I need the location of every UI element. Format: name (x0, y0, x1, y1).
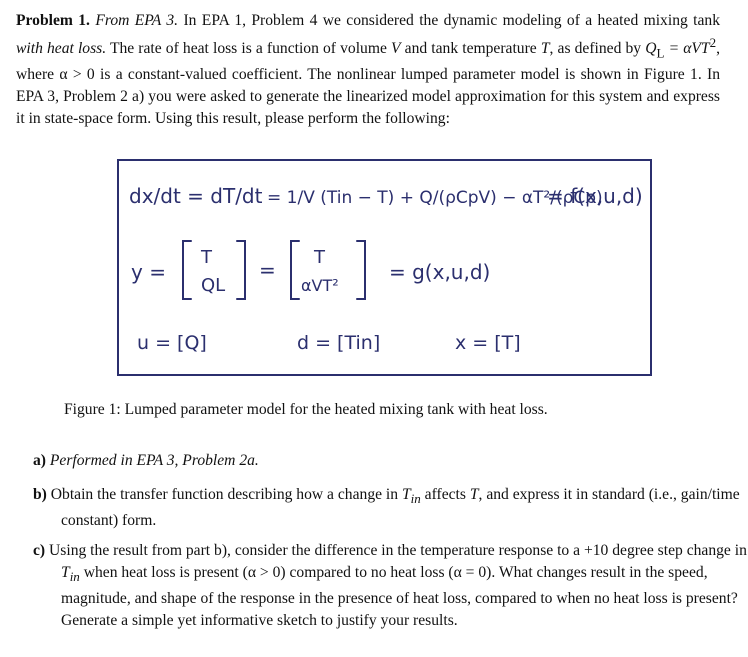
problem-text-1: In EPA 1, Problem 4 we considered the dy… (178, 12, 720, 29)
part-b-Tin-sub: in (410, 491, 421, 507)
row3-d: d = [Tin] (297, 332, 380, 354)
part-c-Tin-sub: in (69, 569, 80, 585)
part-c: c) Using the result from part b), consid… (16, 540, 748, 632)
part-b: b) Obtain the transfer function describi… (16, 484, 748, 532)
var-V: V (391, 40, 401, 58)
part-c-text-1: Using the result from part b), consider … (49, 542, 747, 559)
problem-text-2: The rate of heat loss is a function of v… (106, 40, 391, 58)
vec2-row1: T (313, 247, 326, 268)
part-c-label: c) (33, 542, 46, 559)
vec2-row2: αVT² (301, 276, 339, 295)
formula-sub: L (656, 45, 665, 61)
row1-lhs: dx/dt = dT/dt (129, 184, 263, 208)
part-c-Tin: T (61, 564, 70, 581)
formula-Q: Q (645, 40, 657, 58)
part-a-text: Performed in EPA 3, Problem 2a. (49, 452, 259, 469)
part-a: a) Performed in EPA 3, Problem 2a. (16, 450, 748, 472)
vec1-row1: T (200, 247, 213, 268)
row3-x: x = [T] (455, 332, 521, 354)
row2-y: y = (131, 260, 166, 284)
row3-u: u = [Q] (137, 332, 207, 354)
part-c-text-2: when heat loss is present (α > 0) compar… (61, 564, 738, 630)
part-b-T: T (469, 486, 479, 503)
part-b-text-3: , and express it in standard (i.e., gain… (61, 486, 740, 530)
bracket-right-1 (236, 240, 246, 300)
formula-sup: 2 (709, 35, 717, 50)
row1-mid: = 1/V (Tin − T) + Q/(ρCpV) − αT²/(ρCp) (267, 188, 603, 208)
problem-text-5: , where α > 0 is a constant-valued coeff… (16, 40, 720, 128)
problem-label: Problem 1. (16, 12, 90, 29)
problem-statement: Problem 1. From EPA 3. In EPA 1, Problem… (16, 10, 720, 130)
part-b-text-1: Obtain the transfer function describing … (50, 486, 402, 503)
problem-text-3: and tank temperature (400, 40, 541, 58)
formula-rest: = αVT (664, 40, 710, 58)
with-heat-loss: with heat loss. (16, 40, 107, 58)
bracket-left-2 (290, 240, 300, 300)
var-T: T (540, 40, 550, 58)
row1-rhs: = f(x,u,d) (547, 184, 643, 208)
handwritten-model-figure: dx/dt = dT/dt = 1/V (Tin − T) + Q/(ρCpV)… (117, 159, 652, 376)
part-b-text-2: affects (420, 486, 470, 503)
equals-sign: = (259, 258, 276, 282)
part-b-label: b) (33, 486, 47, 503)
vec1-row2: QL (201, 275, 225, 296)
part-b-Tin: T (401, 486, 411, 503)
problem-text-4: , as defined by (549, 40, 646, 58)
part-a-label: a) (33, 452, 46, 469)
figure-caption: Figure 1: Lumped parameter model for the… (64, 401, 548, 418)
bracket-right-2 (356, 240, 366, 300)
problem-source: From EPA 3. (95, 12, 179, 29)
row2-rhs: = g(x,u,d) (389, 260, 490, 284)
figure-svg: dx/dt = dT/dt = 1/V (Tin − T) + Q/(ρCpV)… (129, 184, 643, 354)
bracket-left-1 (182, 240, 192, 300)
